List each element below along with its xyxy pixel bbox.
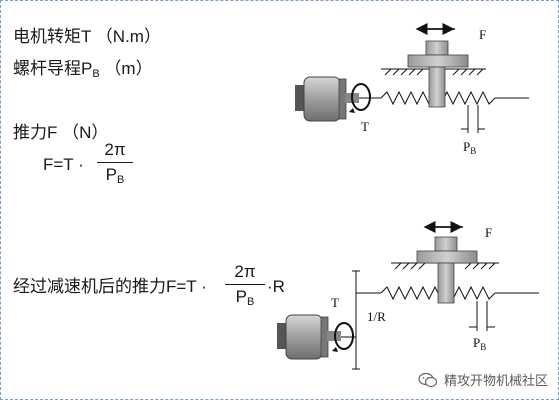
reducer-formula-text: 经过减速机后的推力F=T · [13,277,207,296]
nut-table-1 [407,40,469,108]
reducer-formula-numerator: 2π [234,262,256,281]
wechat-icon [418,372,438,387]
screw-lead-text: 螺杆导程P [13,59,93,78]
screw-lead-label: 螺杆导程PB （m） [13,59,153,81]
torque-label-2: T [331,295,339,310]
watermark-text: 精攻开物机械社区 [443,374,548,389]
torque-rotation-arrow-1 [349,83,371,113]
formula-denominator: PB [105,165,125,186]
pitch-label-2: PB [473,335,486,352]
direct-drive-mechanism: T [295,23,529,156]
reducer-ratio-factor: ·R [267,277,285,296]
pitch-dimension-2 [469,301,495,331]
motor-1 [295,76,359,122]
nut-table-2 [416,236,478,304]
pitch-dimension-1 [461,105,485,133]
force-label-2: F [485,225,492,240]
motor-torque-label: 电机转矩T （N.m） [13,27,161,46]
screw-lead-unit: （m） [104,59,153,78]
torque-rotation-arrow-2 [332,322,354,352]
formula-lhs: F=T · [43,155,84,174]
torque-label-1: T [361,119,369,134]
pitch-label-1: PB [463,139,476,156]
formula-fraction: 2π PB [97,139,133,188]
lead-screw-2 [380,285,539,301]
force-label-1: F [479,27,486,42]
screw-lead-subscript: B [92,68,100,80]
thrust-label: 推力F （N） [13,123,109,142]
reducer-formula-fraction: 2π PB [225,261,265,310]
reducer-fraction-bar [225,284,265,285]
reducer-formula-denominator: PB [235,287,255,308]
motor-2 [277,314,341,360]
reduction-ratio-label: 1/R [367,309,386,324]
reducer-drive-mechanism: T 1/R [277,221,539,370]
fraction-bar [97,162,133,163]
formula-numerator: 2π [104,140,126,159]
watermark: 精攻开物机械社区 [418,370,548,389]
reducer-stage [341,270,381,370]
